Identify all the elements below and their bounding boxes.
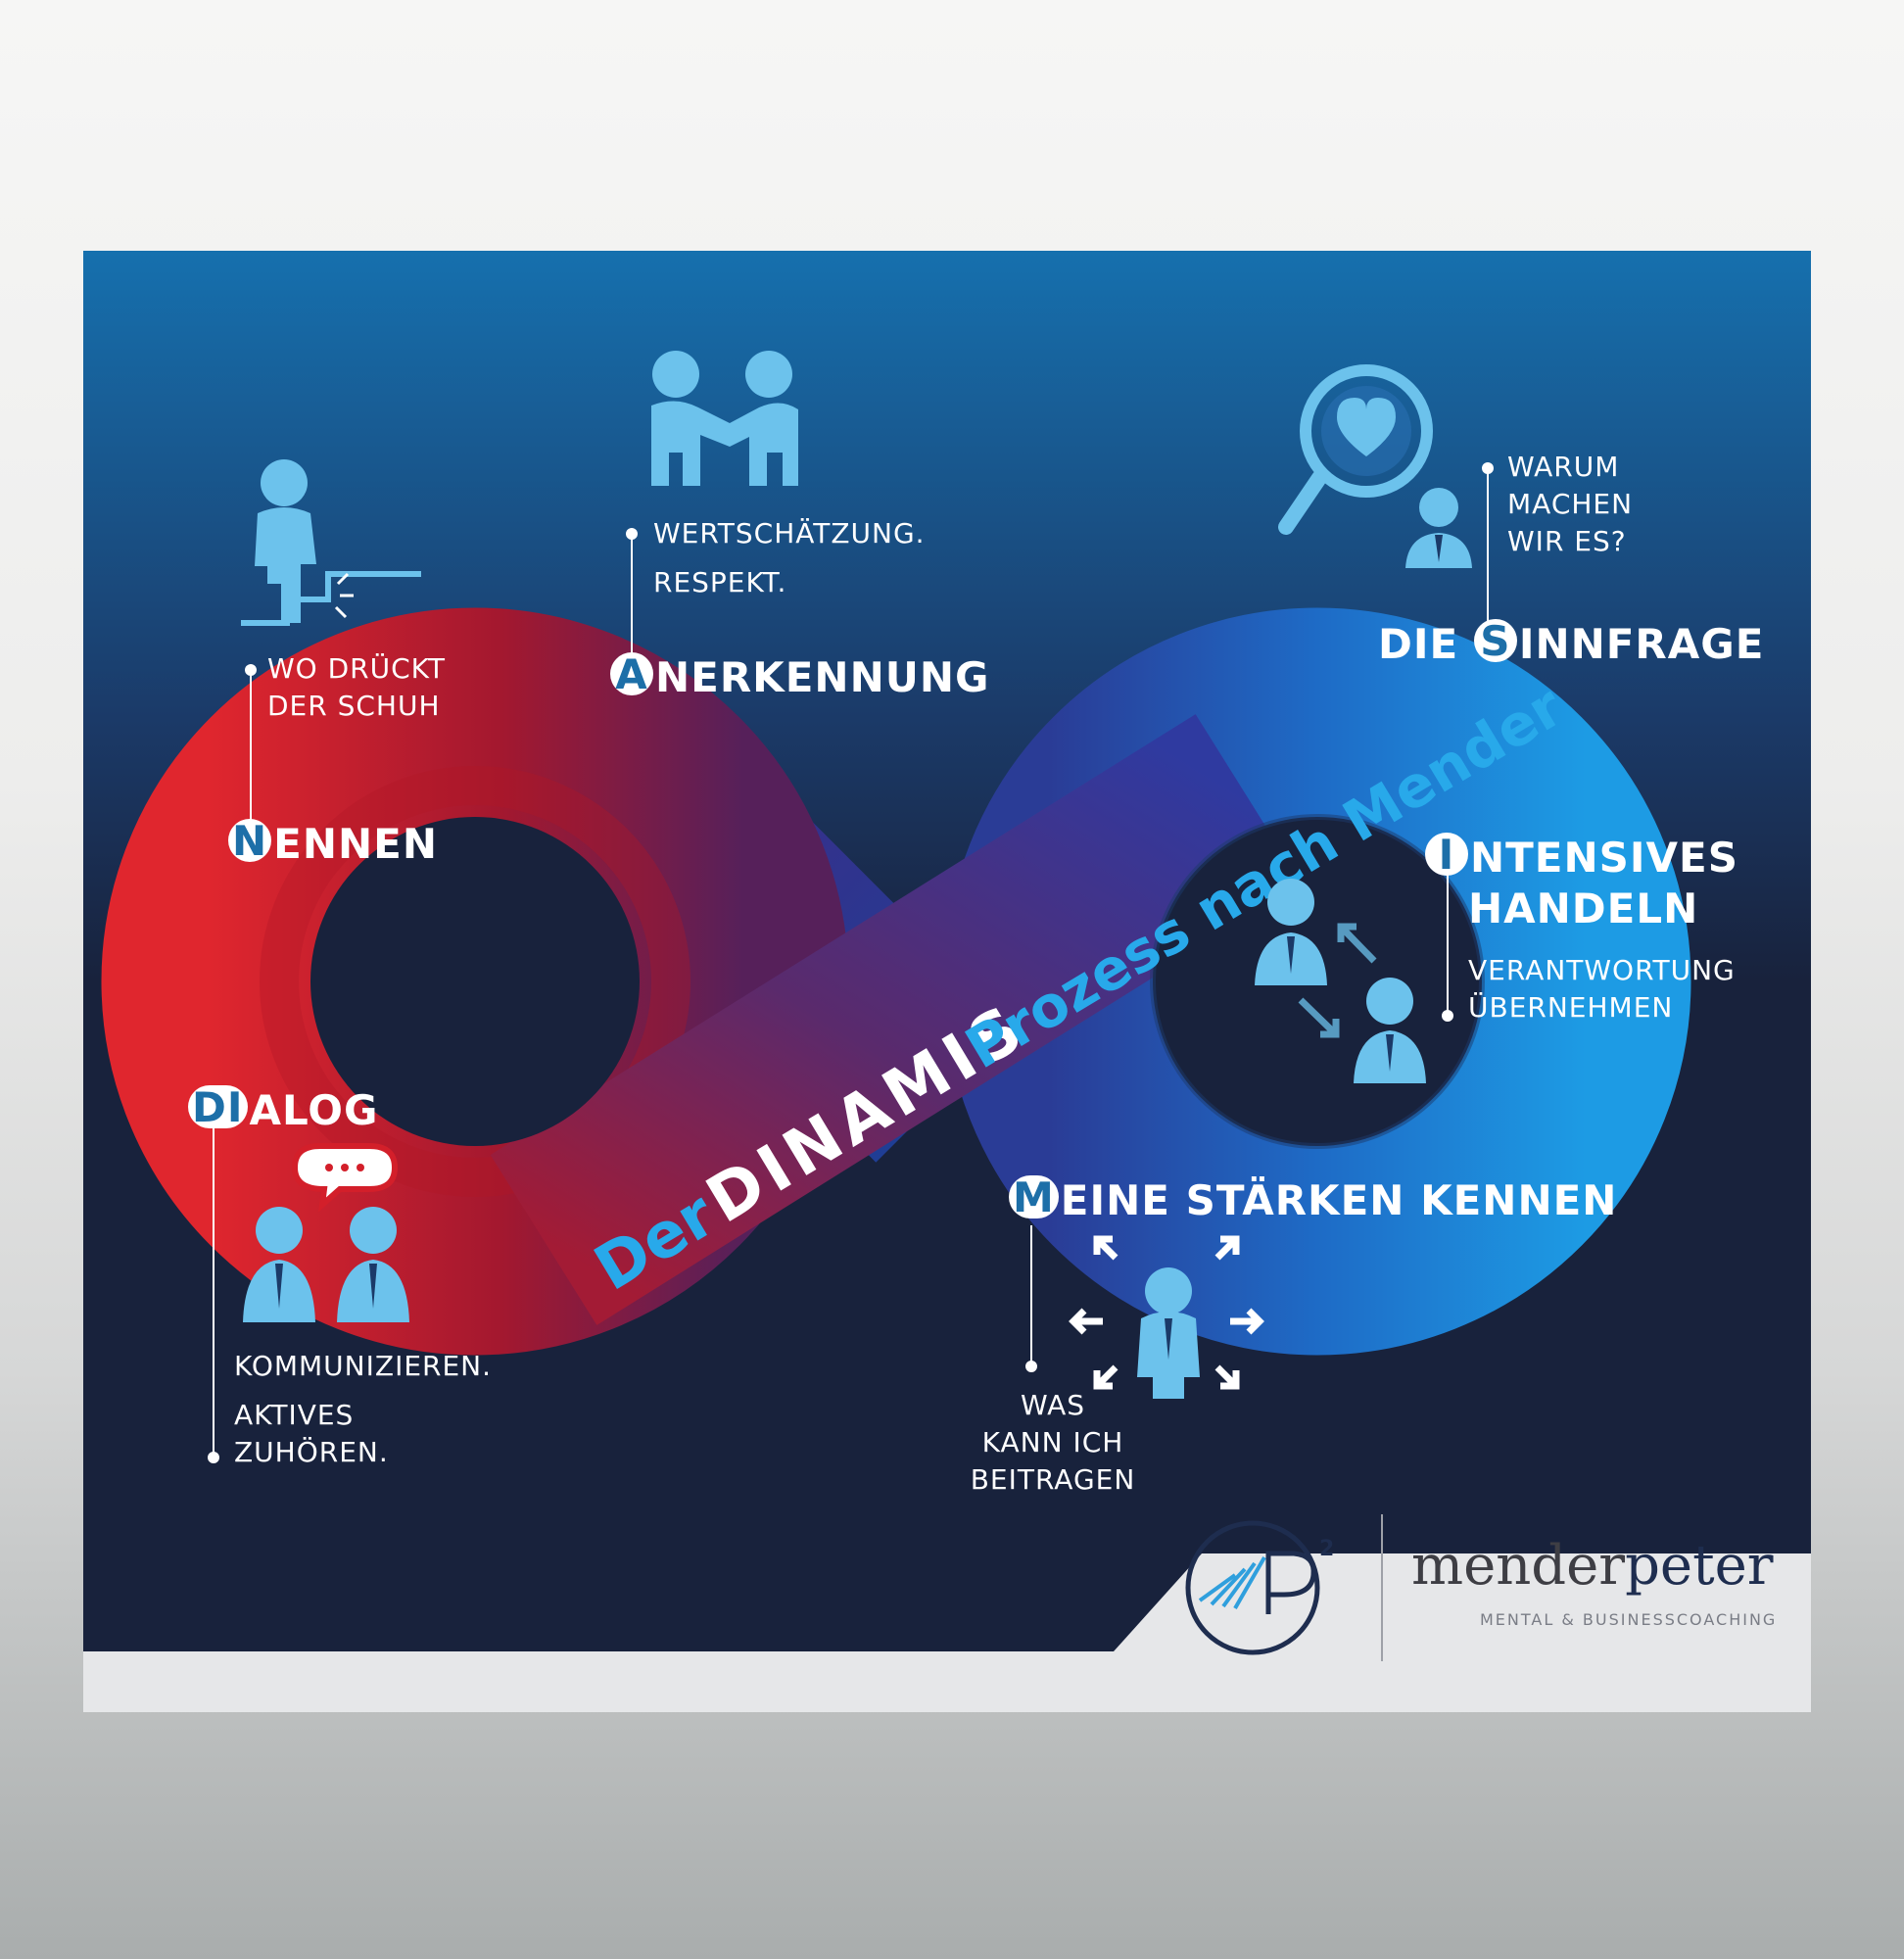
footer-panel: [83, 1553, 1811, 1712]
sinnfrage-pre: DIE: [1378, 620, 1474, 668]
svg-text:2: 2: [1319, 1537, 1334, 1561]
brand-name: menderpeter: [1411, 1534, 1773, 1598]
sinnfrage-sub-line-2: MACHEN: [1507, 488, 1634, 520]
dialog-initial: DI: [188, 1085, 248, 1130]
infinity-band: [490, 714, 1303, 1325]
intensives-sub: VERANTWORTUNG ÜBERNEHMEN: [1468, 952, 1736, 1027]
meine-sub-line-1: WAS: [1020, 1389, 1086, 1421]
magnifier-heart-icon: [1278, 364, 1472, 568]
anerkennung-sub: WERTSCHÄTZUNG. RESPEKT.: [653, 515, 926, 601]
nennen-sub-line-1: WO DRÜCKT: [267, 652, 446, 685]
nennen-sub-line-2: DER SCHUH: [267, 690, 441, 722]
anerkennung-rest: NERKENNUNG: [655, 653, 990, 701]
speech-bubble-people-icon: [243, 1143, 409, 1322]
anerkennung-sub-line-1: WERTSCHÄTZUNG.: [653, 517, 926, 549]
intensives-line-2: HANDELN: [1468, 884, 1699, 932]
people-exchange-icon: [1255, 879, 1426, 1083]
dialog-sub: KOMMUNIZIEREN. AKTIVES ZUHÖREN.: [234, 1348, 492, 1471]
brand-name-part-1: mender: [1411, 1534, 1626, 1598]
handshake-icon: [651, 351, 798, 486]
dialog-sub-line-3: ZUHÖREN.: [234, 1436, 389, 1468]
infinity-loop-left: [101, 607, 849, 1356]
connector-lines: [208, 462, 1494, 1463]
intensives-initial: I: [1425, 833, 1468, 878]
mp2-logo: 2: [1185, 1520, 1334, 1655]
person-arrows-icon: [1069, 1235, 1264, 1399]
intensives-sub-line-2: ÜBERNEHMEN: [1468, 991, 1674, 1024]
sinnfrage-sub-line-1: WARUM: [1507, 451, 1620, 483]
intensives-sub-line-1: VERANTWORTUNG: [1468, 954, 1736, 986]
brand-tagline: MENTAL & BUSINESSCOACHING: [1480, 1610, 1778, 1629]
dialog-sub-line-2: AKTIVES: [234, 1399, 355, 1431]
sinnfrage-rest: INNFRAGE: [1518, 620, 1765, 668]
intensives-rest: NTENSIVES: [1470, 834, 1738, 882]
person-climbing-stairs-icon: [241, 459, 421, 626]
anerkennung-sub-line-2: RESPEKT.: [653, 566, 787, 598]
meine-sub-line-2: KANN ICH: [981, 1426, 1124, 1458]
sinnfrage-sub: WARUM MACHEN WIR ES?: [1507, 449, 1633, 560]
anerkennung-initial: A: [610, 652, 653, 697]
infographic-card: Der DINAMIS Prozess nach Mender: [83, 251, 1811, 1712]
nennen-sub: WO DRÜCKT DER SCHUH: [267, 650, 446, 725]
dialog-rest: ALOG: [249, 1086, 379, 1134]
meine-sub-line-3: BEITRAGEN: [970, 1463, 1136, 1496]
meine-sub: WAS KANN ICH BEITRAGEN: [955, 1387, 1151, 1499]
nennen-initial: N: [228, 819, 272, 864]
sinnfrage-initial: S: [1473, 619, 1517, 664]
nennen-rest: ENNEN: [273, 820, 438, 868]
dialog-sub-line-1: KOMMUNIZIEREN.: [234, 1350, 493, 1382]
infinity-loop: [101, 607, 1691, 1356]
infographic-artwork: Der DINAMIS Prozess nach Mender: [83, 251, 1811, 1712]
meine-initial: M: [1009, 1175, 1059, 1220]
brand-name-part-2: peter: [1625, 1534, 1774, 1598]
sinnfrage-sub-line-3: WIR ES?: [1507, 525, 1627, 557]
meine-rest: EINE STÄRKEN KENNEN: [1060, 1176, 1618, 1224]
